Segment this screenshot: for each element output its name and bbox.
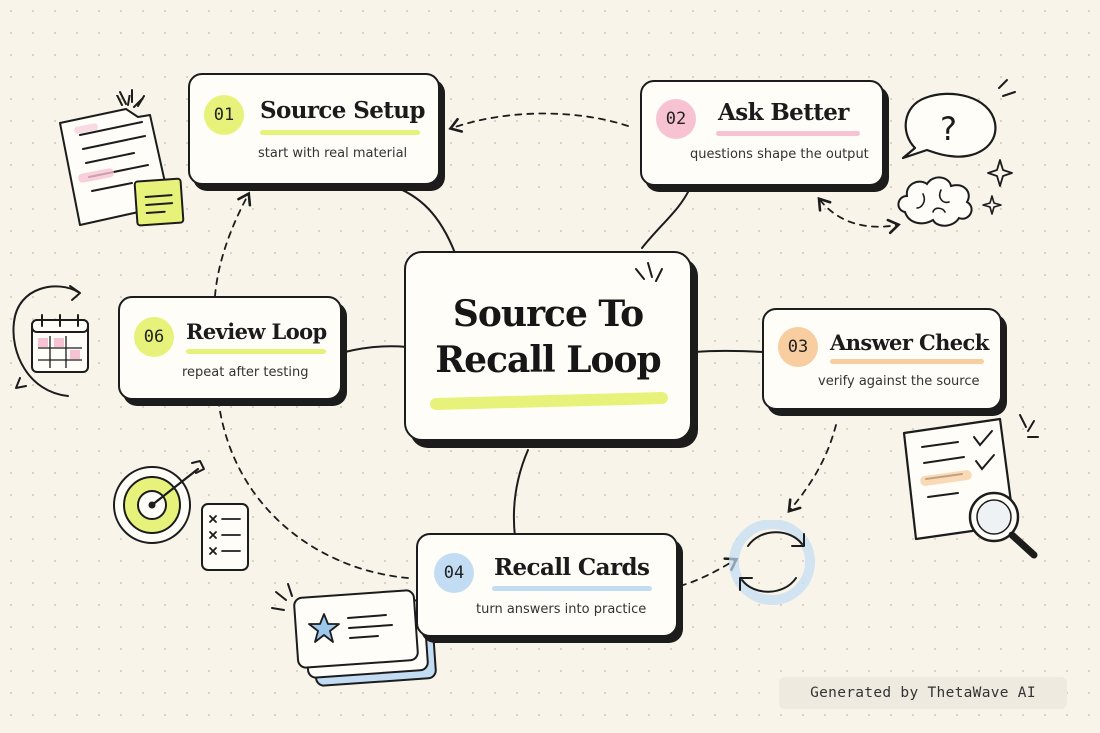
- node-number-badge: 03: [778, 327, 818, 367]
- node-subtitle: turn answers into practice: [476, 602, 647, 617]
- node-number-badge: 04: [434, 553, 474, 593]
- node-subtitle: questions shape the output: [690, 147, 869, 162]
- flashcards-icon: [271, 583, 437, 687]
- sparkle-icon: [982, 159, 1013, 215]
- node-number-badge: 06: [134, 317, 174, 357]
- center-title-line-2: Recall Loop: [435, 339, 661, 381]
- line-center-to-answer-check: [694, 349, 764, 353]
- node-source-setup[interactable]: 01 Source Setup start with real material: [188, 73, 440, 185]
- svg-text:?: ?: [940, 110, 957, 148]
- arrow-ask-to-source: [448, 112, 629, 133]
- node-recall-cards[interactable]: 04 Recall Cards turn answers into practi…: [416, 533, 678, 637]
- footer-credit: Generated by ThetaWave AI: [779, 677, 1067, 709]
- star-icon: [308, 613, 340, 643]
- node-subtitle: verify against the source: [818, 374, 980, 389]
- node-title: Source Setup: [260, 97, 426, 124]
- title-underline: [716, 131, 860, 136]
- line-center-to-review-loop: [344, 345, 408, 353]
- node-answer-check[interactable]: 03 Answer Check verify against the sourc…: [762, 308, 1002, 410]
- checklist-icon: [201, 503, 249, 571]
- center-title-line-1: Source To: [452, 293, 644, 335]
- target-icon: [113, 460, 205, 544]
- node-number-badge: 01: [204, 95, 244, 135]
- center-title: Source To Recall Loop: [406, 291, 690, 383]
- center-card: Source To Recall Loop: [404, 251, 692, 441]
- spark-lines-2: [635, 262, 663, 282]
- brain-icon: [897, 176, 973, 227]
- line-center-to-source-setup: [389, 184, 456, 254]
- magnifier-icon: [902, 414, 1039, 559]
- node-title: Ask Better: [718, 99, 849, 126]
- sticky-note-icon: [133, 177, 185, 227]
- line-center-to-ask-better: [641, 187, 691, 249]
- question-bubble-icon: ?: [901, 79, 1016, 160]
- arrow-brain-bidirectional: [817, 196, 901, 235]
- title-underline: [492, 586, 652, 591]
- node-review-loop[interactable]: 06 Review Loop repeat after testing: [118, 296, 342, 400]
- arrow-answer-to-cards: [787, 424, 837, 514]
- line-center-to-recall-cards: [512, 449, 529, 538]
- node-subtitle: start with real material: [258, 146, 408, 161]
- spark-lines-1: [119, 89, 145, 107]
- refresh-icon: [729, 520, 815, 605]
- title-underline: [186, 349, 326, 354]
- node-ask-better[interactable]: 02 Ask Better questions shape the output: [640, 80, 884, 186]
- node-title: Recall Cards: [494, 554, 650, 581]
- title-underline: [260, 130, 420, 135]
- node-title: Answer Check: [830, 330, 989, 355]
- center-highlight-stroke: [429, 391, 669, 411]
- title-underline: [830, 359, 984, 364]
- node-title: Review Loop: [186, 319, 327, 344]
- arrow-cards-to-refresh: [679, 557, 739, 587]
- arrow-cards-to-review: [218, 404, 409, 579]
- calendar-icon: [12, 285, 89, 397]
- node-number-badge: 02: [656, 99, 696, 139]
- node-subtitle: repeat after testing: [182, 365, 309, 380]
- arrow-review-to-source: [214, 191, 252, 297]
